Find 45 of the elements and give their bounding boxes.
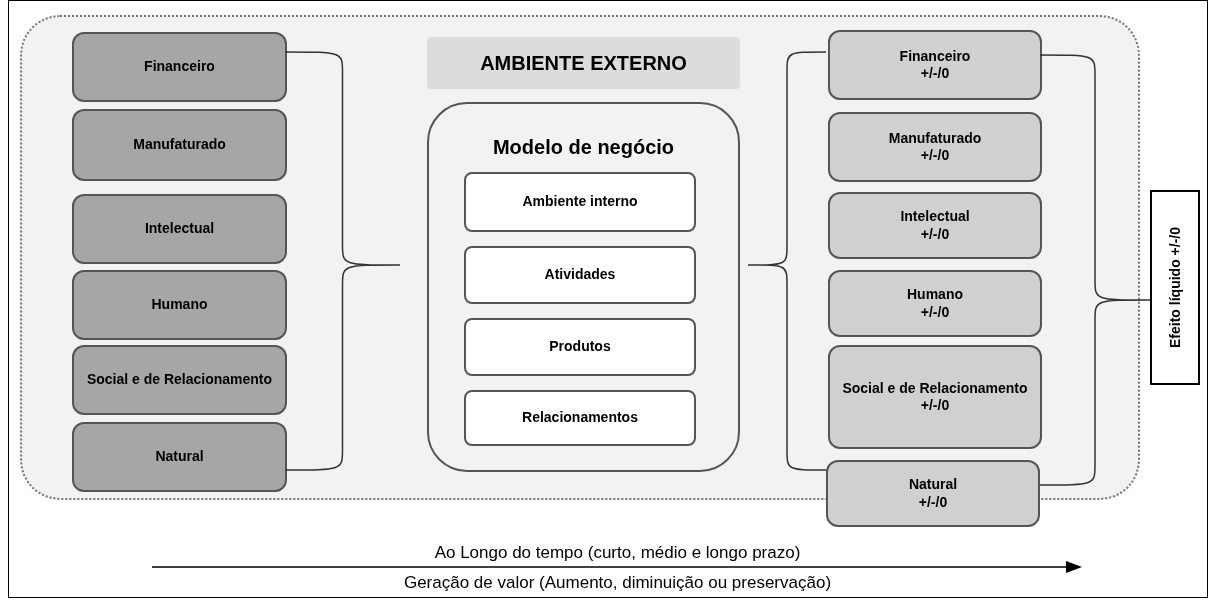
box-label: +/-/0	[918, 493, 948, 511]
box-label: Humano	[907, 286, 963, 304]
box-label: Manufaturado	[888, 129, 982, 147]
box-label: Humano	[151, 296, 208, 314]
timeline-label: Geração de valor (Aumento, diminuição ou preservação)	[402, 572, 833, 594]
box-label: +/-/0	[920, 225, 950, 243]
box-label: Intelectual	[144, 220, 215, 238]
box-label: Efeito líquido +/-/0	[1165, 227, 1184, 348]
box-label: Financeiro	[899, 47, 971, 65]
capital-box	[72, 270, 287, 340]
capital-result-box	[826, 460, 1040, 527]
box-label: Atividades	[544, 266, 616, 284]
box-label: Ambiente interno	[522, 193, 638, 211]
box-label: Relacionamentos	[522, 409, 638, 427]
box-label: +/-/0	[920, 147, 950, 165]
capital-result-box	[828, 192, 1042, 259]
box-label: Natural	[908, 476, 958, 494]
model-element-box	[464, 246, 696, 304]
box-label: Financeiro	[144, 58, 215, 76]
capital-box	[72, 32, 287, 102]
model-element-box	[464, 172, 696, 232]
model-element-box	[464, 318, 696, 376]
capital-result-box	[828, 30, 1042, 100]
capital-box	[72, 109, 287, 181]
box-label: +/-/0	[920, 65, 950, 83]
capital-box	[72, 194, 287, 264]
box-label: Social e de Relacionamento	[86, 371, 273, 389]
box-label: Manufaturado	[133, 136, 226, 154]
timeline-label: Ao Longo do tempo (curto, médio e longo prazo)	[433, 542, 802, 564]
capital-result-box	[828, 345, 1042, 449]
capital-result-box	[828, 112, 1042, 182]
capital-box	[72, 422, 287, 492]
box-label: +/-/0	[920, 303, 950, 321]
capital-box	[72, 345, 287, 415]
model-element-box	[464, 390, 696, 446]
box-title: Modelo de negócio	[492, 135, 675, 160]
net-effect-box	[1150, 190, 1200, 385]
capital-result-box	[828, 270, 1042, 337]
box-label: Social e de Relacionamento	[842, 379, 1028, 397]
box-label: Intelectual	[900, 208, 970, 226]
box-label: Natural	[155, 448, 204, 466]
heading-label: AMBIENTE EXTERNO	[427, 37, 740, 89]
box-label: +/-/0	[920, 397, 950, 415]
business-model-box	[427, 102, 740, 472]
box-label: Produtos	[549, 338, 611, 356]
